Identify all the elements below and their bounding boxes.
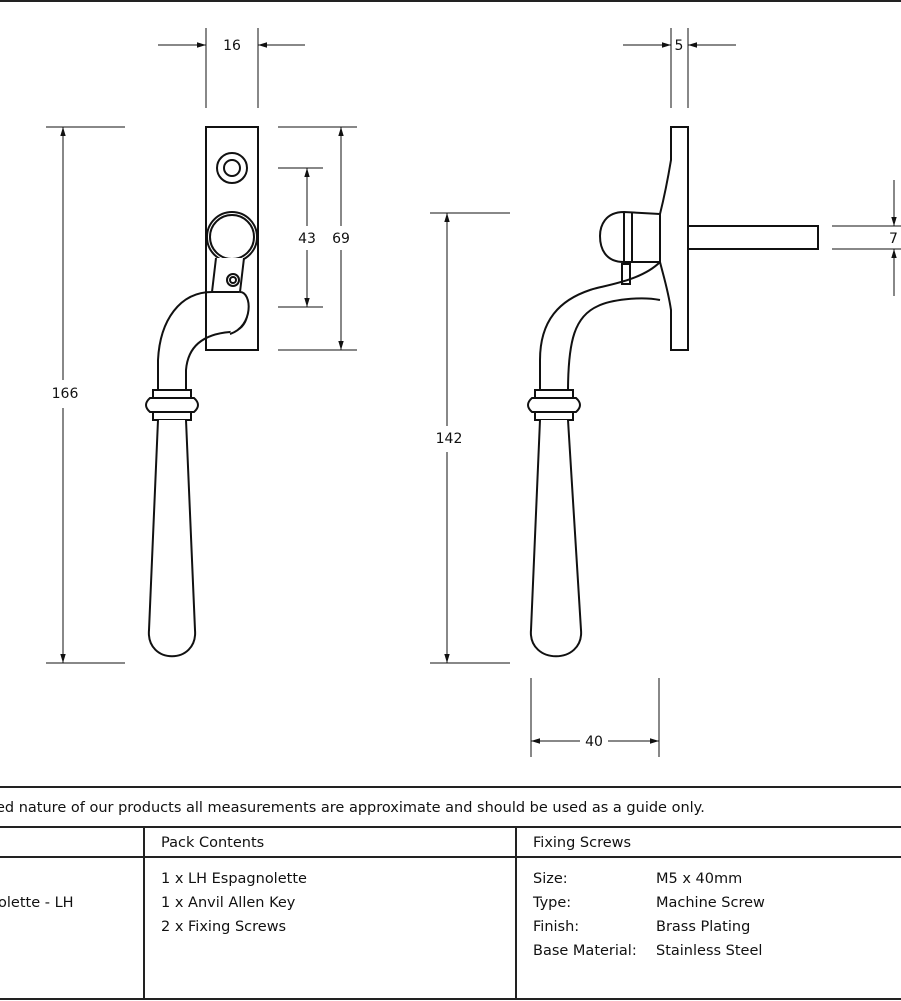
dim-depth-5: 5: [675, 38, 684, 54]
spec-table: olette - LH Pack Contents 1 x LH Espagno…: [0, 828, 901, 1001]
dim-43: 43: [298, 231, 316, 247]
screw-spec-label: Type:: [533, 895, 572, 911]
dim-width-16: 16: [223, 38, 241, 54]
fixing-screws-column: Fixing Screws Size: M5 x 40mm Type: Mach…: [517, 828, 901, 999]
screw-spec-label: Finish:: [533, 919, 580, 935]
pack-item: 1 x Anvil Allen Key: [161, 895, 296, 911]
pack-contents-column: Pack Contents 1 x LH Espagnolette 1 x An…: [145, 828, 517, 999]
side-view: [527, 126, 819, 658]
fixing-screws-header: Fixing Screws: [517, 828, 901, 858]
pack-item: 1 x LH Espagnolette: [161, 871, 307, 887]
screw-spec-value: M5 x 40mm: [656, 871, 743, 887]
pack-contents-header: Pack Contents: [145, 828, 515, 858]
product-column: olette - LH: [0, 828, 145, 999]
dimension-lines: [46, 28, 901, 757]
disclaimer-bar: ed nature of our products all measuremen…: [0, 786, 901, 828]
screw-spec-value: Brass Plating: [656, 919, 751, 935]
product-name: olette - LH: [0, 895, 74, 911]
dim-height-142: 142: [436, 431, 463, 447]
screw-spec-label: Base Material:: [533, 943, 637, 959]
front-view: [145, 126, 259, 658]
disclaimer-text: ed nature of our products all measuremen…: [0, 800, 705, 816]
screw-spec-label: Size:: [533, 871, 568, 887]
dim-69: 69: [332, 231, 350, 247]
dim-height-166: 166: [52, 386, 79, 402]
dim-spindle-7: 7: [889, 231, 898, 247]
product-header: [0, 828, 143, 858]
table-bottom-border: [0, 998, 901, 1000]
pack-item: 2 x Fixing Screws: [161, 919, 287, 935]
screw-spec-value: Stainless Steel: [656, 943, 763, 959]
dim-projection-40: 40: [585, 734, 603, 750]
technical-drawing: 16 5 166 43 69 142 7 40: [0, 0, 901, 757]
screw-spec-value: Machine Screw: [656, 895, 765, 911]
